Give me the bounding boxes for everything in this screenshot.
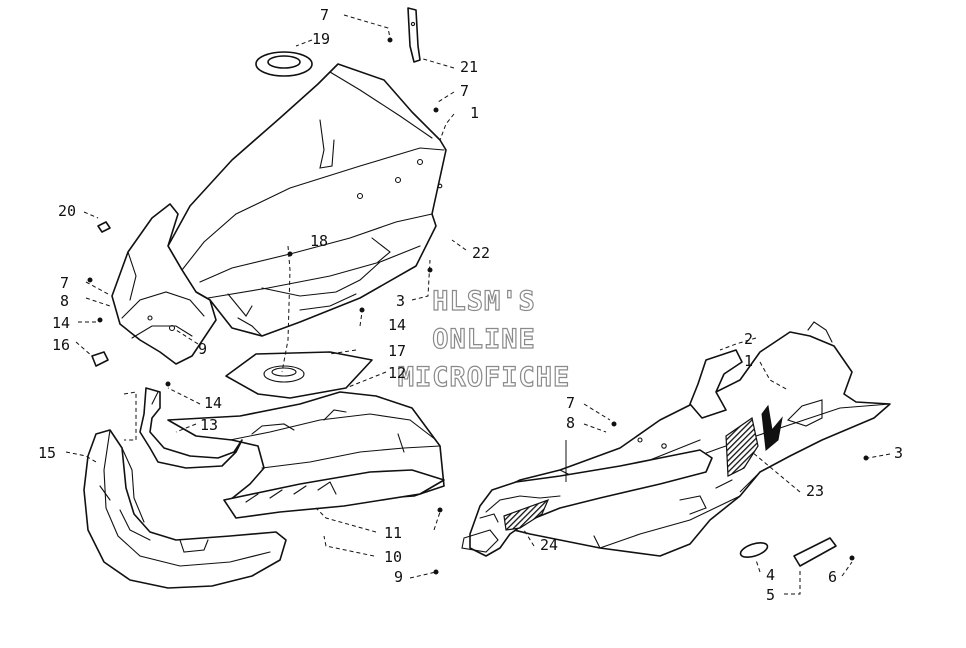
right-belly-pan (491, 321, 891, 557)
callout-7-right: 7 (460, 82, 469, 100)
callout-14-a: 14 (52, 314, 70, 332)
callout-14-c: 14 (204, 394, 222, 412)
ring-part-19 (255, 51, 313, 77)
callout-20: 20 (58, 202, 76, 220)
watermark-line-1: HLSM'S (432, 286, 536, 317)
watermark-line-3: MICROFICHE (398, 362, 571, 393)
callout-12: 12 (388, 364, 406, 382)
callout-7-top: 7 (320, 6, 329, 24)
callout-14-b: 14 (388, 316, 406, 334)
decal-part-23 (715, 404, 783, 489)
callout-2: 2 (744, 330, 753, 348)
hood-left-panel (111, 203, 217, 365)
callout-13: 13 (200, 416, 218, 434)
callout-7-mid: 7 (566, 394, 575, 412)
callout-16: 16 (52, 336, 70, 354)
callout-24: 24 (540, 536, 558, 554)
callout-11: 11 (384, 524, 402, 542)
part-13-bracket (139, 387, 243, 469)
plate-part-17 (225, 351, 373, 399)
callout-22: 22 (472, 244, 490, 262)
part-2-insert (689, 349, 743, 419)
grommet-part-20 (97, 221, 111, 233)
part-6-strip (793, 537, 837, 567)
callout-5: 5 (766, 586, 775, 604)
part-4-oval (739, 542, 769, 558)
callout-8-mid: 8 (566, 414, 575, 432)
callout-21: 21 (460, 58, 478, 76)
callout-17: 17 (388, 342, 406, 360)
callout-19: 19 (312, 30, 330, 48)
bumper-part-15 (83, 429, 287, 589)
callout-15: 15 (38, 444, 56, 462)
leader-lines (65, 14, 891, 595)
decal-part-24 (503, 498, 550, 531)
watermark: HLSM'S ONLINE MICROFICHE (397, 285, 571, 393)
watermark-line-2: ONLINE (432, 324, 536, 355)
running-board (461, 449, 713, 557)
bracket-part-21 (407, 7, 421, 63)
callout-3-right: 3 (894, 444, 903, 462)
callout-1-right: 1 (744, 352, 753, 370)
callout-8-left: 8 (60, 292, 69, 310)
callout-7-left: 7 (60, 274, 69, 292)
callout-3-mid: 3 (396, 292, 405, 310)
callout-6: 6 (828, 568, 837, 586)
callout-10: 10 (384, 548, 402, 566)
callout-4: 4 (766, 566, 775, 584)
callout-9-left: 9 (198, 340, 207, 358)
callout-23: 23 (806, 482, 824, 500)
callout-numbers: 7 19 21 7 1 20 18 22 7 8 3 14 14 16 9 17… (38, 6, 903, 604)
callout-9-bottom: 9 (394, 568, 403, 586)
callout-18: 18 (310, 232, 328, 250)
grommet-part-16 (91, 351, 109, 367)
belly-pan-part-12 (167, 391, 445, 519)
callout-1-top: 1 (470, 104, 479, 122)
